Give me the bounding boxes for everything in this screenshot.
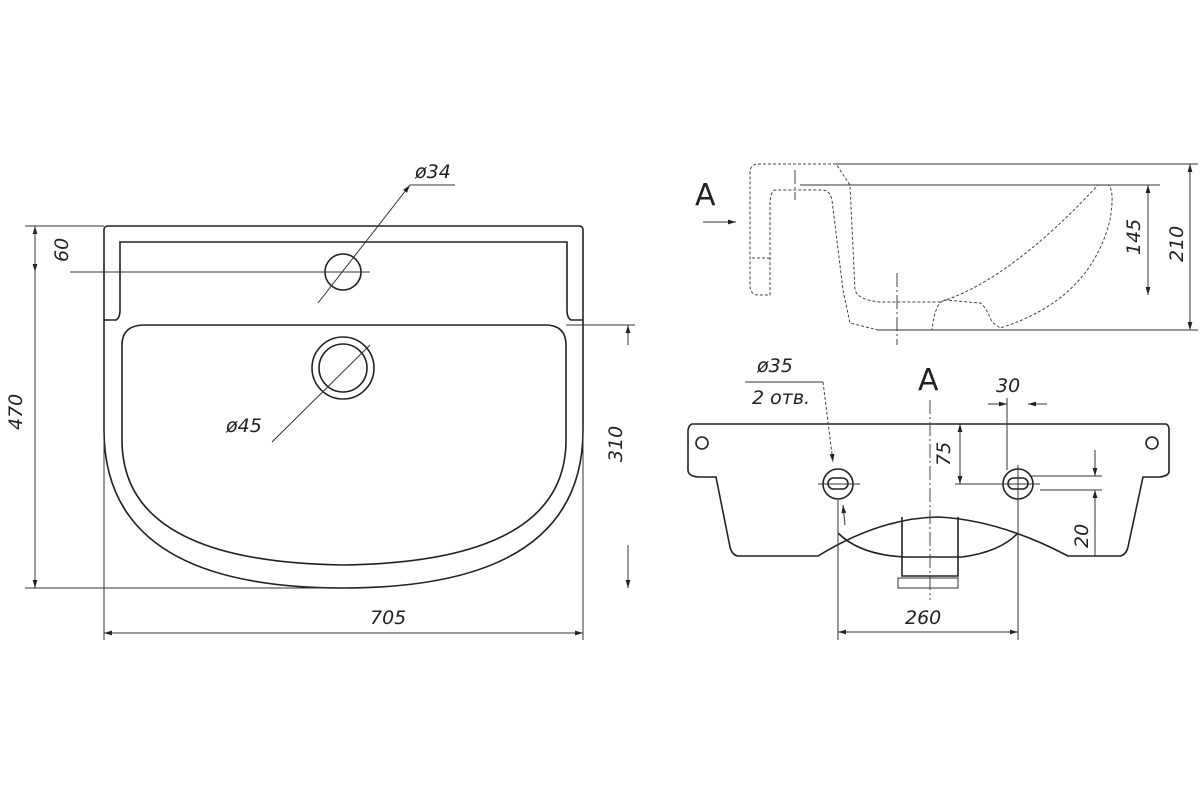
tap-diameter-label: ø34 <box>414 161 451 183</box>
dim-470-label: 470 <box>5 394 27 430</box>
view-a-title: A <box>918 363 939 398</box>
hole-count-label: 2 отв. <box>752 387 810 409</box>
side-view: A 145 210 <box>695 163 1198 345</box>
drain-inner <box>318 343 368 393</box>
mount-hole-left <box>695 436 709 450</box>
bowl-bottom <box>837 532 1019 558</box>
dim-30-label: 30 <box>996 375 1020 397</box>
dim-145-label: 145 <box>1123 219 1145 255</box>
front-view: ø34 ø45 60 470 310 705 <box>5 161 635 640</box>
phi35-label: ø35 <box>756 355 793 377</box>
dim-705-label: 705 <box>370 607 406 629</box>
bottom-outline <box>687 423 1170 557</box>
phi35-leader <box>822 381 835 463</box>
tap-leader <box>317 184 411 304</box>
section-marker-a: A <box>695 178 716 213</box>
dim-310-label: 310 <box>605 426 627 462</box>
drain-outer <box>311 336 375 400</box>
drain-leader <box>271 344 371 443</box>
basin-outline <box>103 225 584 589</box>
back-ledge <box>104 241 583 321</box>
side-profile <box>749 163 1113 331</box>
dim-60-label: 60 <box>51 238 73 262</box>
dim-210-label: 210 <box>1166 226 1188 262</box>
bowl-outline <box>121 324 567 566</box>
dim-75-label: 75 <box>933 442 955 466</box>
mount-hole-right <box>1145 436 1159 450</box>
dim-260-label: 260 <box>905 607 941 629</box>
dim-20-label: 20 <box>1071 524 1093 548</box>
view-a: A 260 ø35 2 отв. 30 75 20 <box>687 355 1170 640</box>
drain-diameter-label: ø45 <box>225 415 262 437</box>
